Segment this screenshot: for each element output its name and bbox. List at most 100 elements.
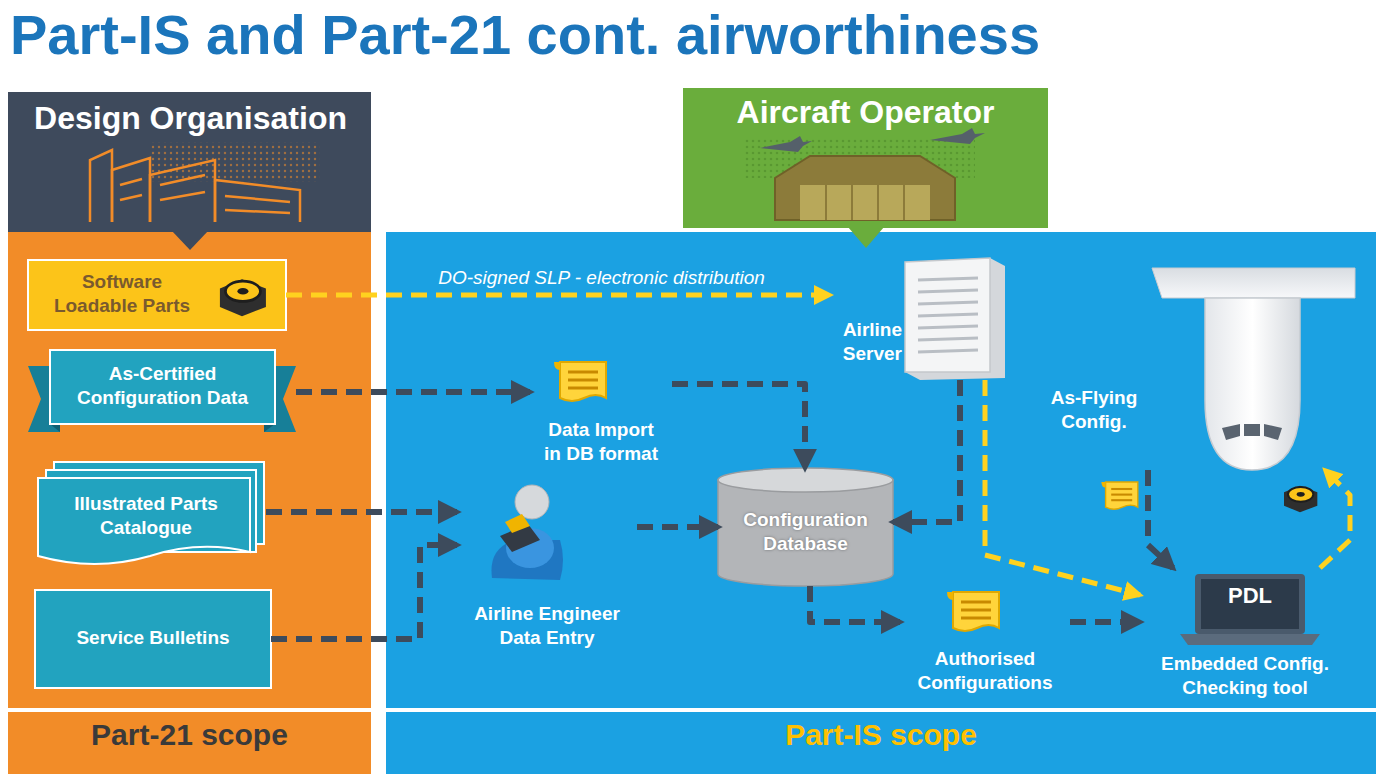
illustration-part xyxy=(8,232,371,774)
connector xyxy=(1070,619,1140,625)
laptop-illustration xyxy=(1180,574,1320,645)
illustration-part xyxy=(35,590,271,688)
node-label: Airline Server xyxy=(830,318,902,366)
bulletin-box: Service Bulletins xyxy=(35,590,271,688)
engineer-node: Airline Engineer Data Entry xyxy=(457,482,637,660)
illustration-part xyxy=(215,180,300,222)
illustration-part xyxy=(515,485,549,519)
illustration-part xyxy=(90,150,112,222)
illustration-part xyxy=(918,350,978,352)
illustration-part xyxy=(718,468,893,492)
illustration-part xyxy=(90,150,300,222)
node-label: Part-IS scope xyxy=(386,716,1376,754)
illustration-part xyxy=(386,232,1376,774)
aircraft-illustration xyxy=(1152,268,1355,470)
node-label: Data Import in DB format xyxy=(541,418,661,466)
illustration-part xyxy=(1195,574,1305,634)
illustration-part xyxy=(918,314,978,316)
document-icons xyxy=(554,362,1317,631)
illustration-part xyxy=(1180,634,1320,645)
connector xyxy=(810,586,900,622)
partis-panel xyxy=(386,232,1376,774)
illustration-part xyxy=(1222,424,1240,440)
illustration-part xyxy=(918,278,978,352)
illustration-part xyxy=(918,278,978,280)
node-label: PDL xyxy=(1195,582,1305,610)
header-box: Design Organisation xyxy=(8,92,373,232)
illustration-part xyxy=(851,185,853,220)
connector xyxy=(271,545,457,639)
server-illustration xyxy=(905,258,1005,380)
illustration-part xyxy=(918,326,978,328)
node-label: Airline Engineer Data Entry xyxy=(457,602,637,650)
connector xyxy=(893,380,960,522)
connector xyxy=(266,509,457,515)
node-label: As-Flying Config. xyxy=(1046,386,1142,434)
diagram-title: Part-IS and Part-21 cont. airworthiness xyxy=(10,0,1040,70)
node-label: Illustrated Parts Catalogue xyxy=(42,492,250,540)
ribbon-box: As-Certified Configuration Data xyxy=(28,348,296,432)
illustration-part xyxy=(220,279,266,316)
laptop-node: PDL Embedded Config. Checking tool xyxy=(1140,568,1350,702)
illustration-part xyxy=(848,227,884,248)
illustration-part xyxy=(1244,424,1260,436)
illustration-part xyxy=(264,424,275,432)
connector xyxy=(286,293,830,298)
node-label: Design Organisation xyxy=(8,98,373,138)
software-box: Software Loadable Parts xyxy=(28,260,286,330)
illustration-part xyxy=(554,362,606,401)
node-label: Configuration Database xyxy=(718,508,893,556)
server-node: Airline Server xyxy=(830,256,1010,380)
part21-panel xyxy=(8,232,371,774)
engineer-figure xyxy=(491,485,563,580)
node-label: Aircraft Operator xyxy=(683,92,1048,132)
illustration-part xyxy=(1205,298,1300,470)
illustration-part xyxy=(225,210,290,213)
illustration-part xyxy=(172,231,208,250)
node-caption: Embedded Config. Checking tool xyxy=(1140,652,1350,700)
illustration-part xyxy=(112,158,150,222)
connector xyxy=(296,389,530,395)
bulletin-box-shape xyxy=(35,590,271,688)
illustration-part xyxy=(800,185,930,220)
ribbon-shape xyxy=(28,350,296,432)
illustration-part xyxy=(760,136,812,152)
illustration-part xyxy=(50,350,275,424)
illustration-part xyxy=(825,185,827,220)
aircraft-operator-header xyxy=(683,88,1048,248)
illustration-part xyxy=(918,338,978,340)
illustration-part xyxy=(120,195,142,200)
software-box-shape xyxy=(28,260,286,330)
connector xyxy=(1320,470,1350,568)
illustration-part xyxy=(150,160,215,222)
illustration-part xyxy=(1264,424,1282,440)
aircraft-node: As-Flying Config. xyxy=(1046,266,1356,470)
illustration-part xyxy=(386,708,1376,712)
illustration-part xyxy=(505,514,530,533)
illustration-part xyxy=(28,260,286,330)
catalogue-pages xyxy=(38,462,264,564)
illustration-part xyxy=(877,185,879,220)
scope-panel: Part-IS scope Airline ServerData Import i… xyxy=(386,232,1376,774)
illustration-part xyxy=(1101,482,1137,509)
illustration-part xyxy=(918,290,978,292)
illustration-part xyxy=(947,592,999,631)
illustration-part xyxy=(775,156,955,220)
illustration-part xyxy=(918,302,978,304)
illustration-part xyxy=(38,478,250,564)
illustration-part xyxy=(8,708,371,712)
node-label: Part-21 scope xyxy=(8,716,371,754)
document-node: Authorised Configurations xyxy=(900,583,1070,695)
illustration-part xyxy=(225,196,290,202)
illustration-part xyxy=(50,424,60,432)
document-node: Data Import in DB format xyxy=(530,356,672,468)
illustration-part xyxy=(120,179,142,185)
illustration-part xyxy=(160,192,205,200)
catalogue-box: Illustrated Parts Catalogue xyxy=(38,462,266,562)
illustration-part xyxy=(903,185,905,220)
node-label: Software Loadable Parts xyxy=(42,270,202,318)
illustration-part xyxy=(1284,486,1317,513)
illustration-part xyxy=(930,128,985,144)
node-label: Authorised Configurations xyxy=(900,647,1070,695)
